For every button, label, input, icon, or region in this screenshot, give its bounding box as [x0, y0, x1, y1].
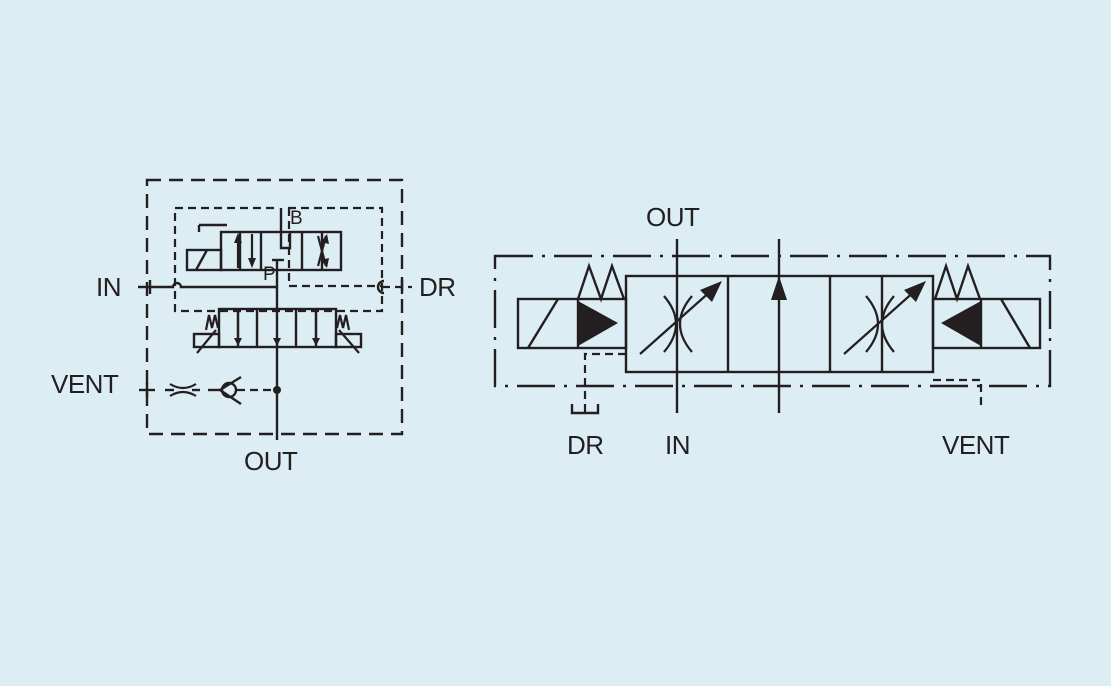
outer-enclosure	[145, 178, 404, 436]
drain-tank-symbol	[570, 404, 600, 415]
left-dr-label: DR	[419, 272, 456, 302]
port-b-label: B	[290, 208, 303, 229]
main-spool-valve	[192, 307, 363, 354]
left-solenoid	[516, 262, 628, 350]
chain-enclosure	[493, 254, 1052, 388]
pilot-enclosure	[173, 206, 384, 313]
vent-line	[933, 378, 983, 410]
port-p-label: P	[263, 264, 276, 285]
in-line	[138, 281, 277, 289]
vent-circuit	[139, 375, 281, 405]
left-in-label: IN	[96, 272, 122, 302]
right-solenoid	[931, 262, 1042, 350]
solenoid-pilot-valve	[185, 208, 343, 272]
right-out-label: OUT	[646, 202, 700, 232]
right-dr-label: DR	[567, 430, 604, 460]
left-out-label: OUT	[244, 446, 298, 476]
right-in-label: IN	[665, 430, 691, 460]
right-vent-label: VENT	[942, 430, 1010, 460]
drain-line	[583, 352, 626, 413]
left-vent-label: VENT	[51, 369, 119, 399]
